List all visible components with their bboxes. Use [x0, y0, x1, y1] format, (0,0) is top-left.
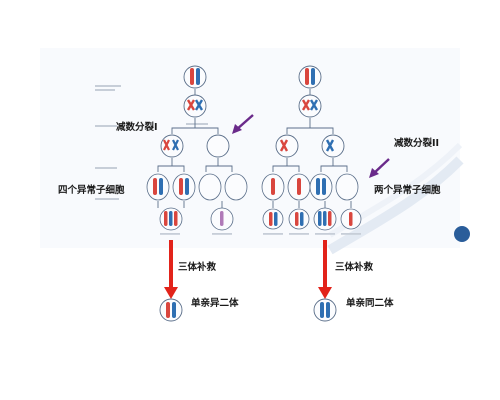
label-meiosis-1: 减数分裂I: [116, 121, 158, 133]
caption-line: [289, 233, 309, 235]
cell-left-m2-1: [146, 173, 170, 201]
stage-label-line: [95, 89, 115, 91]
chromatid-x: [186, 99, 196, 111]
label-meiosis-2: 减数分裂II: [394, 137, 439, 149]
chromosome: [196, 68, 200, 85]
chromatid-x: [325, 139, 335, 152]
chromatid-x: [194, 99, 204, 111]
chromosome: [169, 211, 173, 226]
caption-line: [341, 233, 361, 235]
cell-left-parent: [183, 65, 207, 89]
label-four-abnormal-cells: 四个异常子细胞: [58, 184, 125, 196]
chromosome: [179, 178, 183, 195]
pointer-arrow-left: [232, 114, 254, 134]
chromosome: [174, 211, 178, 226]
cell-left-m2-4-empty: [224, 173, 248, 201]
caption-line: [160, 233, 180, 235]
chromosome: [269, 212, 273, 226]
stage-label-line: [186, 123, 208, 125]
dna-watermark: [327, 156, 464, 255]
cell-right-m1-b: [321, 134, 345, 158]
chromatid-x: [172, 139, 179, 151]
stage-label-line: [95, 125, 117, 127]
chromosome: [274, 212, 278, 226]
connector: [320, 158, 348, 172]
chromatid-x: [279, 139, 289, 152]
stage-label-line: [95, 85, 121, 87]
chromosome: [185, 178, 189, 195]
chromosome: [164, 211, 168, 226]
blue-dot-marker: [454, 226, 470, 242]
connector: [272, 158, 300, 172]
chromatid-x: [309, 99, 319, 111]
chromosome: [300, 212, 304, 226]
zygote-right-2: [288, 208, 310, 230]
connector: [171, 118, 219, 134]
cell-left-m2-3-empty: [198, 173, 222, 201]
cell-left-m1-b-empty: [206, 134, 230, 158]
chromosome: [220, 211, 224, 226]
rescue-arrow-right: [318, 240, 332, 299]
label-trisomy-rescue-left: 三体补救: [178, 261, 217, 273]
label-uniparental-isodisomy: 单亲同二体: [346, 297, 394, 309]
zygote-right-1: [262, 208, 284, 230]
chromosome: [318, 211, 322, 226]
chromosome: [190, 68, 194, 85]
chromosome: [305, 68, 309, 85]
chromosome: [271, 178, 275, 195]
connector: [157, 158, 185, 172]
label-two-abnormal-cells: 两个异常子细胞: [374, 184, 441, 196]
final-cell-right: [313, 298, 337, 322]
caption-line: [212, 233, 232, 235]
chromosome: [322, 178, 326, 195]
left-tree: [146, 65, 248, 235]
right-tree: [261, 65, 362, 235]
chromosome: [311, 68, 315, 85]
chromatid-x: [163, 139, 170, 151]
cell-right-m1-a: [275, 134, 299, 158]
final-cell-left: [159, 298, 183, 322]
chromatid-x: [301, 99, 311, 111]
pointer-arrow-right: [369, 158, 390, 178]
cell-right-parent: [298, 65, 322, 89]
cell-right-m2-4-empty: [335, 173, 359, 201]
connector: [205, 158, 233, 172]
chromosome: [159, 178, 163, 195]
label-trisomy-rescue-right: 三体补救: [335, 261, 374, 273]
cell-right-m2-3: [309, 173, 333, 201]
connector: [286, 118, 334, 134]
cell-left-replicated: [183, 94, 207, 118]
stage-label-line: [95, 167, 117, 169]
rescue-arrow-left: [164, 240, 178, 299]
cell-right-replicated: [298, 94, 322, 118]
cell-left-m2-2: [172, 173, 196, 201]
label-uniparental-heterodisomy: 单亲异二体: [191, 297, 239, 309]
chromosome: [295, 212, 299, 226]
chromosome: [349, 212, 353, 226]
caption-line: [263, 233, 283, 235]
chromosome: [323, 211, 327, 226]
chromosome: [316, 178, 320, 195]
caption-line: [315, 233, 335, 235]
chromosome: [328, 211, 332, 226]
stage-label-line: [95, 198, 119, 200]
chromosome: [297, 178, 301, 195]
cell-left-m1-a: [160, 134, 184, 158]
chromosome: [153, 178, 157, 195]
